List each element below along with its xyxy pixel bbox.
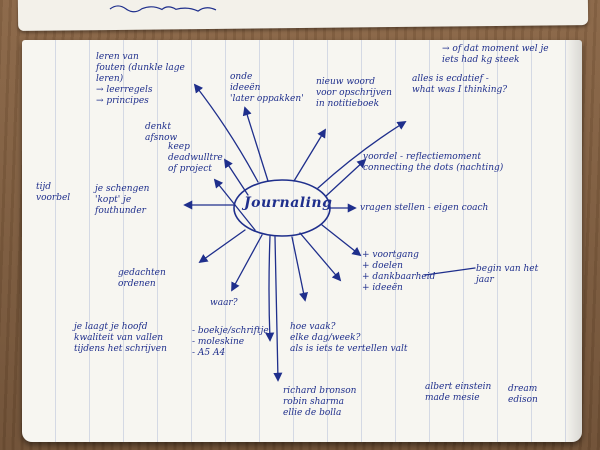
- arrow-to-topleft: [213, 178, 256, 231]
- note-line: iets had kg steek: [442, 55, 520, 65]
- note-vragen: vragen stellen - eigen coach: [360, 203, 489, 213]
- note-albert: albert einstein made mesie: [425, 382, 491, 404]
- bracket-begin: [424, 267, 476, 276]
- note-dream: dream edison: [508, 384, 538, 406]
- note-line: voordel - reflectiemoment: [363, 152, 481, 162]
- note-line: jaar: [476, 275, 494, 285]
- note-hoofd: je laagt je hoofd kwaliteit van vallen t…: [74, 322, 167, 355]
- note-hoe-vaak: hoe vaak? elke dag/week? als is iets te …: [290, 322, 408, 355]
- note-line: deadwulltre: [168, 153, 223, 163]
- note-line: → principes: [96, 96, 149, 106]
- note-voortgang: + voortgang + doelen + dankbaarheid + id…: [362, 250, 435, 294]
- note-line: connecting the dots (nachting): [363, 163, 504, 173]
- note-line: leren): [96, 74, 124, 84]
- note-nieuw-woord: nieuw woord voor opschrijven in notitieb…: [316, 77, 392, 110]
- note-line: onde: [230, 72, 253, 82]
- note-line: + voortgang: [362, 250, 419, 260]
- previous-page-edge: [17, 0, 589, 31]
- previous-page-scrawl: [109, 5, 217, 13]
- note-line: → of dat moment wel je: [442, 44, 549, 54]
- arrow-to-leren: [193, 83, 259, 183]
- note-line: voorbel: [36, 193, 71, 203]
- note-line: tijdens het schrijven: [74, 344, 167, 354]
- note-line: 'later oppakken': [230, 94, 304, 104]
- note-line: → leerregels: [96, 85, 153, 95]
- note-line: denkt: [145, 122, 171, 132]
- note-leren: leren van fouten (dunkle lage leren) → l…: [96, 52, 185, 107]
- note-line: robin sharma: [283, 397, 345, 407]
- note-line: fouten (dunkle lage: [96, 63, 185, 73]
- note-line: keep: [168, 142, 190, 152]
- note-voordel: voordel - reflectiemoment connecting the…: [363, 152, 503, 174]
- note-boekje: - boekje/schriftje - moleskine - A5 A4: [192, 326, 269, 359]
- note-line: in notitieboek: [316, 99, 380, 109]
- note-gedachten: gedachten ordenen: [118, 268, 166, 290]
- note-line: of project: [168, 164, 212, 174]
- note-line: ellie de bolla: [283, 408, 342, 418]
- note-line: + doelen: [362, 261, 403, 271]
- note-line: dream: [508, 384, 538, 394]
- note-line: hoe vaak?: [290, 322, 336, 332]
- arrow-to-voortgang: [321, 224, 362, 257]
- note-line: ideeën: [230, 83, 261, 93]
- note-line: + dankbaarheid: [362, 272, 436, 282]
- arrow-to-hoofd: [198, 229, 246, 264]
- note-line: nieuw woord: [316, 77, 375, 87]
- note-line: made mesie: [425, 393, 480, 403]
- note-line: what was I thinking?: [412, 85, 508, 95]
- note-line: alles is ecdatief -: [412, 74, 489, 84]
- notebook-page: [22, 40, 582, 442]
- arrow-to-voordel: [325, 158, 367, 197]
- note-begin: begin van het jaar: [476, 264, 538, 286]
- note-line: + ideeën: [362, 283, 403, 293]
- note-waar: waar?: [210, 298, 238, 308]
- note-richard: richard bronson robin sharma ellie de bo…: [283, 386, 356, 419]
- note-line: kwaliteit van vallen: [74, 333, 164, 343]
- arrow-to-alles: [317, 121, 407, 189]
- note-line: je schengen: [95, 184, 150, 194]
- note-line: elke dag/week?: [290, 333, 361, 343]
- note-line: fouthunder: [95, 206, 146, 216]
- note-line: - A5 A4: [192, 348, 226, 358]
- arrow-to-hoe-vaak: [291, 236, 308, 302]
- note-line: gedachten: [118, 268, 166, 278]
- note-line: als is iets te vertellen valt: [290, 344, 408, 354]
- note-keep: keep deadwulltre of project: [168, 142, 223, 175]
- arrow-to-ideeen: [242, 106, 269, 182]
- note-line: afsnow: [145, 133, 178, 143]
- center-word: Journaling: [244, 195, 333, 211]
- arrow-to-boekje: [265, 235, 275, 342]
- note-line: - moleskine: [192, 337, 245, 347]
- note-topright: → of dat moment wel je iets had kg steek: [442, 44, 549, 66]
- note-schengen: je schengen 'kopt' je fouthunder: [95, 184, 149, 217]
- note-line: ordenen: [118, 279, 156, 289]
- note-line: leren van: [96, 52, 139, 62]
- note-line: 'kopt' je: [95, 195, 132, 205]
- note-line: richard bronson: [283, 386, 357, 396]
- note-line: voor opschrijven: [316, 88, 392, 98]
- note-tijd: tijd voorbel: [36, 182, 70, 204]
- note-line: edison: [508, 395, 538, 405]
- arrow-to-waar: [231, 234, 263, 292]
- note-ideeen: onde ideeën 'later oppakken': [230, 72, 304, 105]
- note-line: begin van het: [476, 264, 539, 274]
- arrow-to-extra: [299, 232, 342, 282]
- note-line: albert einstein: [425, 382, 492, 392]
- note-line: - boekje/schriftje: [192, 326, 269, 336]
- note-line: je laagt je hoofd: [74, 322, 148, 332]
- arrow-to-richard: [273, 236, 283, 382]
- arrow-to-nieuw-woord: [293, 128, 326, 182]
- note-alles: alles is ecdatief - what was I thinking?: [412, 74, 507, 96]
- arrow-to-keep: [224, 158, 249, 196]
- note-denkt: denkt afsnow: [145, 122, 177, 144]
- note-line: tijd: [36, 182, 52, 192]
